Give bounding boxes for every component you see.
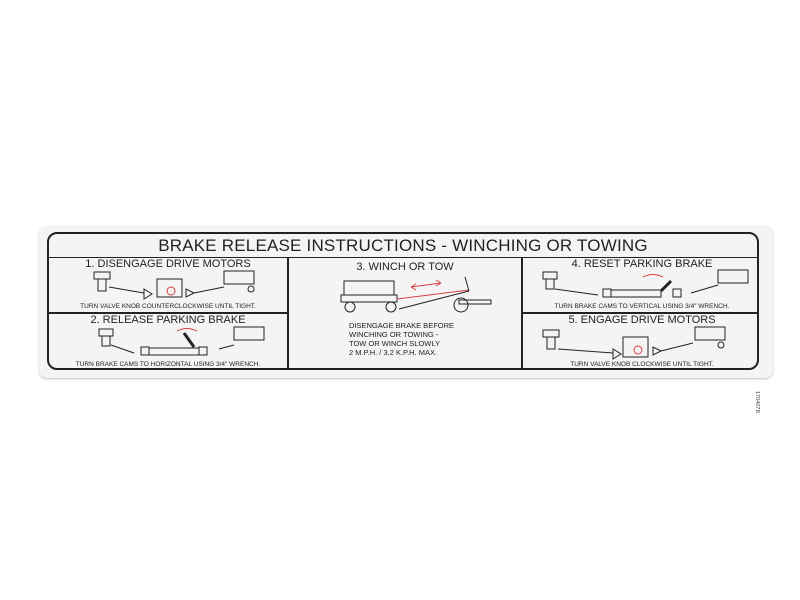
step-title: 5. ENGAGE DRIVE MOTORS xyxy=(568,314,716,326)
step-1-panel: 1. DISENGAGE DRIVE MOTORS TURN VALVE KNO… xyxy=(49,257,287,312)
step-2-panel: 2. RELEASE PARKING BRAKE TURN BRAKE CAMS… xyxy=(49,313,287,370)
brake-cam-diagram-icon xyxy=(98,326,265,356)
step-caption: TURN BRAKE CAMS TO VERTICAL USING 3/4" W… xyxy=(554,303,730,310)
divider xyxy=(287,257,289,368)
step-3-panel: 3. WINCH OR TOW DISENGAGE BRAKE BEFORE W… xyxy=(289,257,521,370)
valve-diagram-icon xyxy=(93,270,255,300)
step-caption: TURN VALVE KNOB COUNTERCLOCKWISE UNTIL T… xyxy=(80,303,256,310)
divider xyxy=(522,312,757,314)
step-caption: TURN BRAKE CAMS TO HORIZONTAL USING 3/4"… xyxy=(75,361,261,368)
step-4-panel: 4. RESET PARKING BRAKE TURN BRAKE CAMS T… xyxy=(523,257,761,312)
step-title: 3. WINCH OR TOW xyxy=(356,261,454,273)
brake-cam-diagram-icon xyxy=(542,269,749,298)
brake-release-decal: BRAKE RELEASE INSTRUCTIONS - WINCHING OR… xyxy=(39,226,773,413)
decal-frame: BRAKE RELEASE INSTRUCTIONS - WINCHING OR… xyxy=(47,232,761,413)
tow-instructions: DISENGAGE BRAKE BEFORE WINCHING OR TOWIN… xyxy=(349,321,454,357)
part-code: 170407B xyxy=(753,390,760,414)
instruction-line: WINCHING OR TOWING - xyxy=(349,330,439,339)
decal-title: BRAKE RELEASE INSTRUCTIONS - WINCHING OR… xyxy=(49,235,757,258)
instruction-line: DISENGAGE BRAKE BEFORE xyxy=(349,321,455,330)
divider xyxy=(521,257,523,368)
valve-diagram-icon xyxy=(542,326,726,360)
divider xyxy=(49,312,287,314)
step-title: 4. RESET PARKING BRAKE xyxy=(571,258,713,270)
step-title: 2. RELEASE PARKING BRAKE xyxy=(90,314,246,326)
instruction-line: TOW OR WINCH SLOWLY xyxy=(349,339,440,348)
step-title: 1. DISENGAGE DRIVE MOTORS xyxy=(85,258,251,270)
winch-tow-diagram-icon xyxy=(340,276,492,313)
step-5-panel: 5. ENGAGE DRIVE MOTORS TURN VALVE KNOB C… xyxy=(523,313,761,413)
instruction-line: 2 M.P.H. / 3.2 K.P.H. MAX. xyxy=(349,348,438,357)
step-caption: TURN VALVE KNOB CLOCKWISE UNTIL TIGHT. xyxy=(570,361,714,368)
